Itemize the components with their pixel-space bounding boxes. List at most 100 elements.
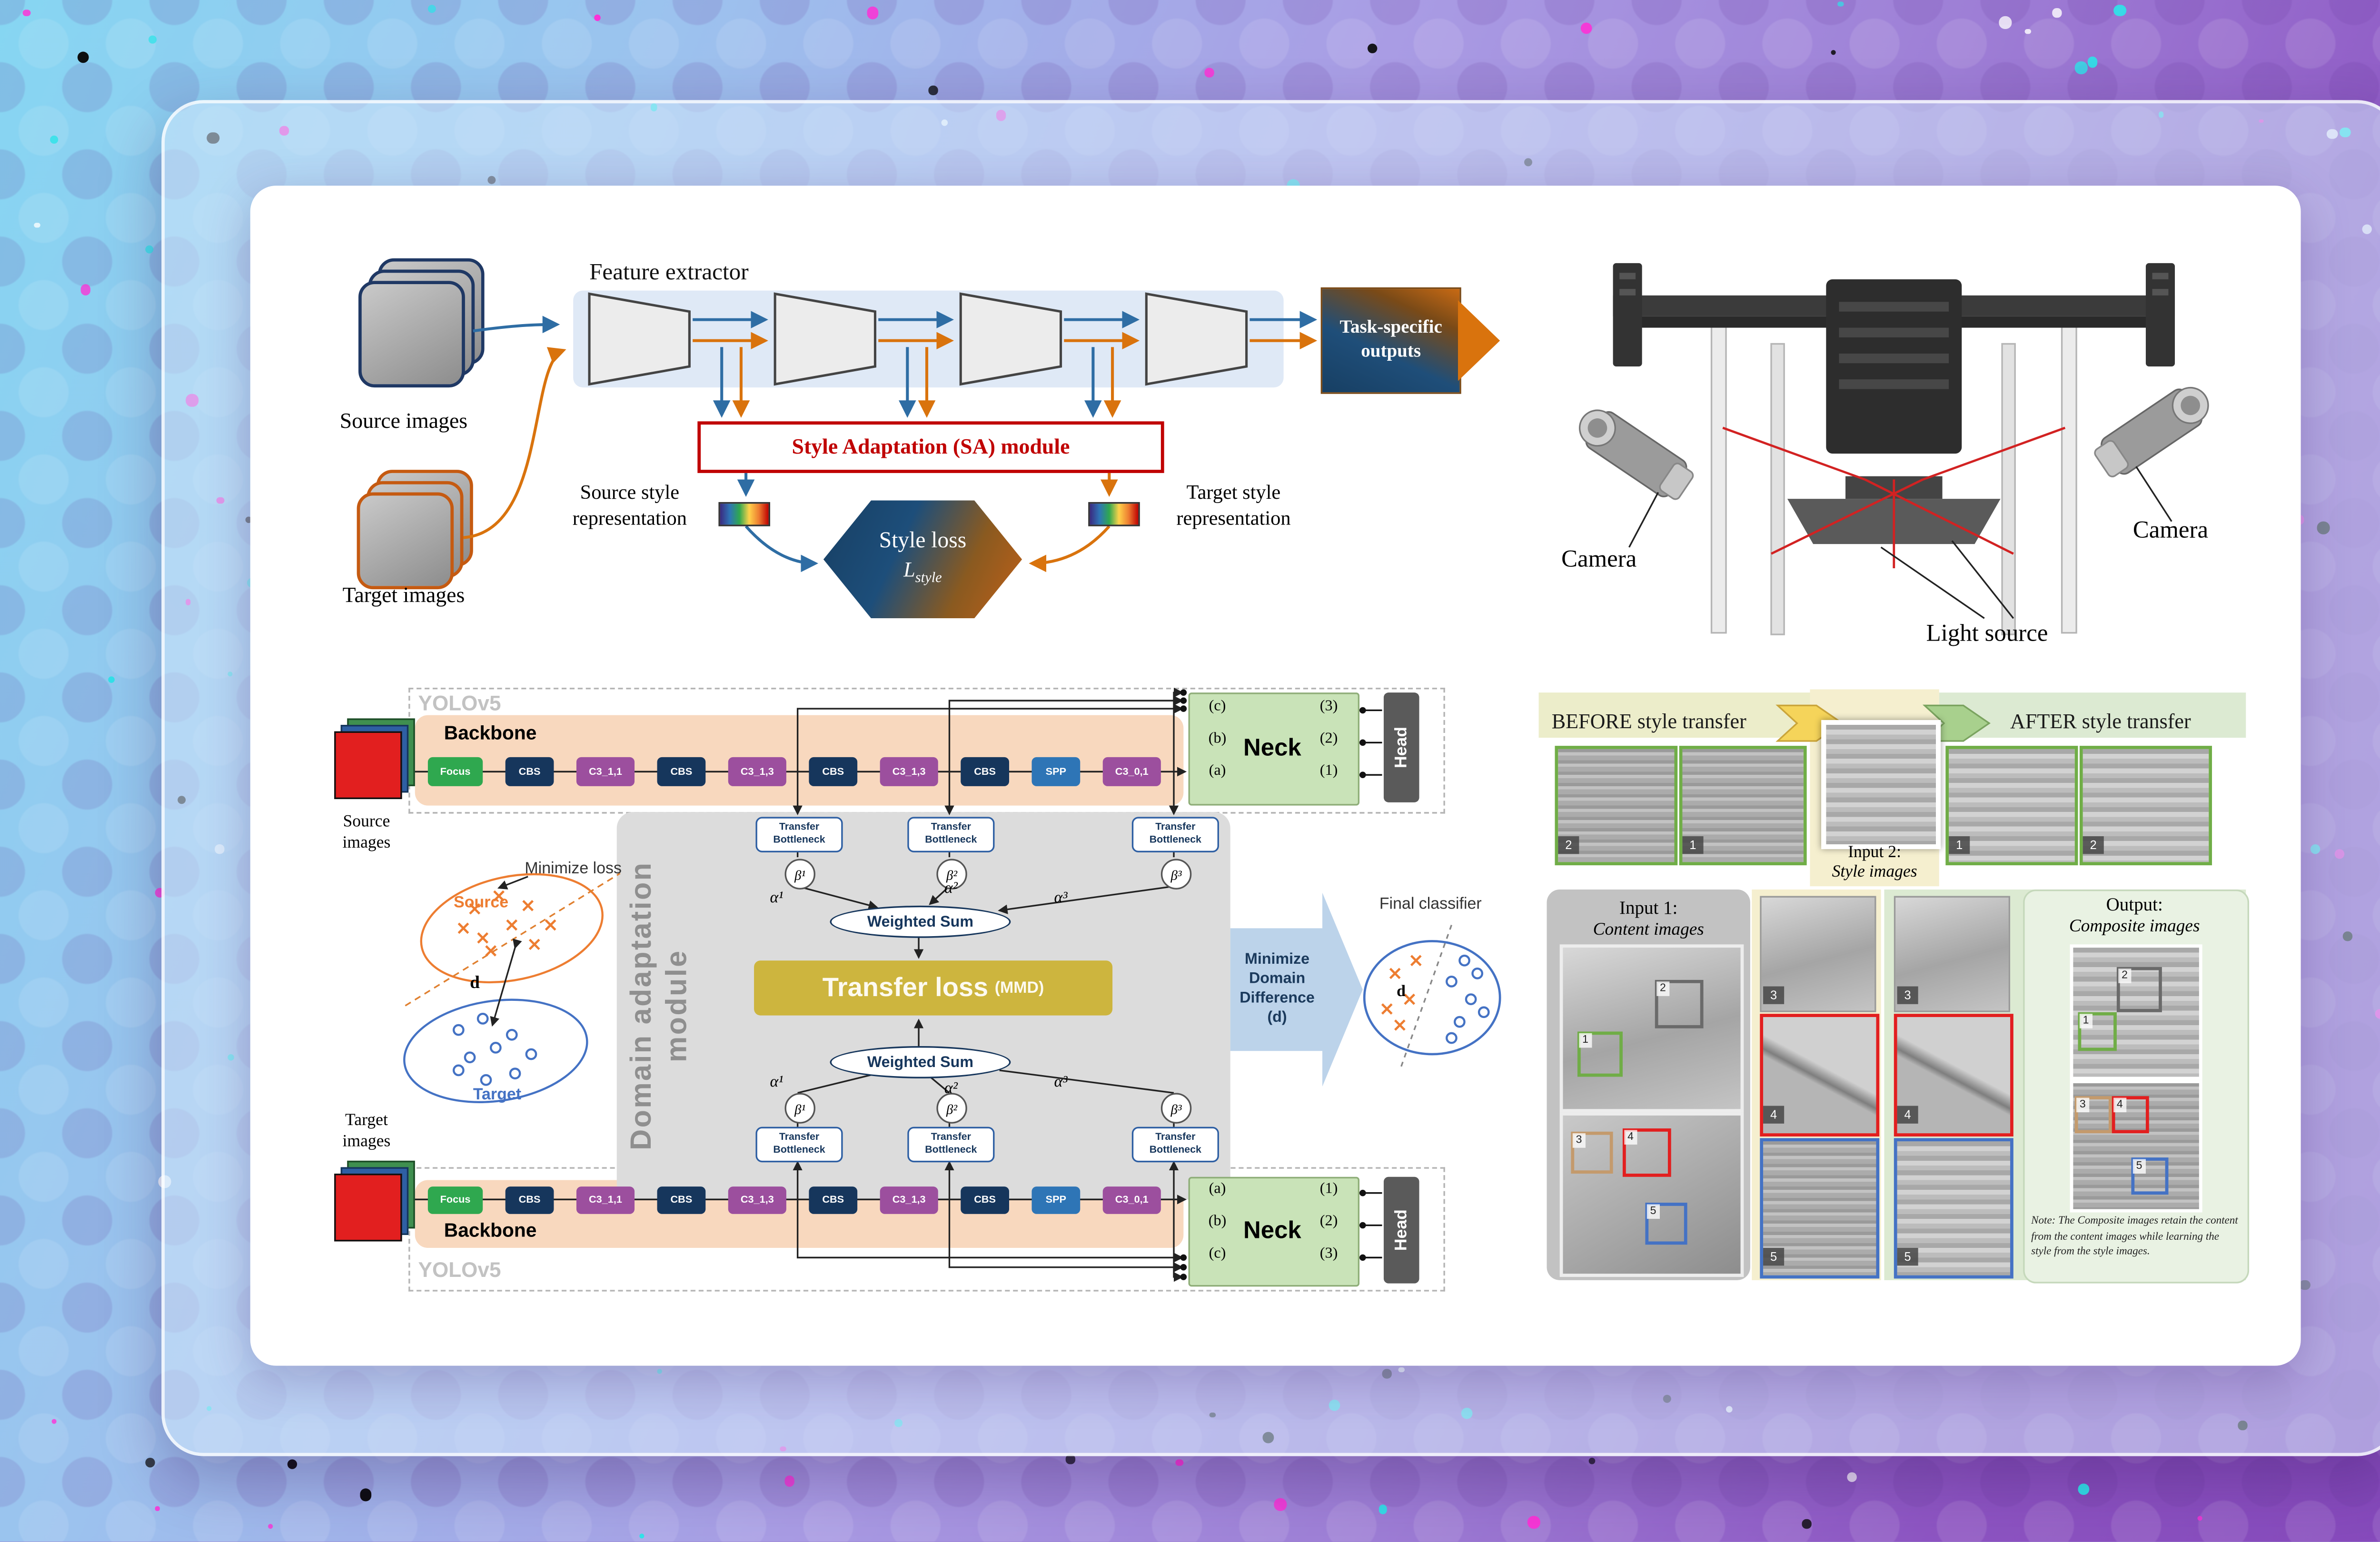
- neck-output: (3): [1319, 699, 1338, 715]
- loss-symbol: L: [903, 556, 915, 581]
- backbone-block: CBS: [809, 757, 858, 786]
- confetti-dot: [1999, 16, 2013, 30]
- target-cluster-label: Target: [473, 1086, 522, 1105]
- sa-module-box: Style Adaptation (SA) module: [697, 421, 1164, 473]
- before-title: BEFORE style transfer: [1551, 709, 1746, 733]
- backbone-block: CBS: [505, 1186, 554, 1214]
- yolo-target-images-label: Target images: [342, 1112, 391, 1151]
- confetti-dot: [1527, 1516, 1540, 1529]
- style-adaptation-connectors: [463, 292, 1318, 573]
- yolo-source-images-label: Source images: [342, 813, 391, 852]
- confetti-dot: [784, 1476, 795, 1487]
- region-number: 3: [2076, 1097, 2089, 1113]
- style-transfer-panel: BEFORE style transfer AFTER style transf…: [1538, 689, 2250, 1290]
- transfer-bottleneck-box: Transfer Bottleneck: [1131, 817, 1219, 852]
- output-region-box: 3: [2074, 1096, 2112, 1134]
- crop-number-tag: 5: [1897, 1248, 1918, 1266]
- region-number: 1: [1579, 1033, 1592, 1048]
- confetti-dot: [77, 51, 89, 64]
- final-classifier-label: Final classifier: [1379, 896, 1482, 914]
- confetti-dot: [867, 6, 879, 19]
- content-image: [1559, 944, 1744, 1113]
- mmd-label: (MMD): [994, 979, 1044, 997]
- confetti-dot: [50, 136, 59, 144]
- domain-module-line2: module: [660, 949, 693, 1062]
- image-number-tag: 2: [2082, 836, 2104, 854]
- image-number-tag: 1: [1682, 836, 1704, 854]
- content-region-box: 1: [1577, 1031, 1623, 1077]
- confetti-dot: [2197, 1515, 2202, 1521]
- flow-arrows: [463, 311, 1318, 573]
- alpha-weight: α³: [1054, 1073, 1068, 1091]
- neck-output: (3): [1319, 1246, 1338, 1263]
- pointer-lines: [1628, 466, 2172, 619]
- beta-weight: β²: [936, 859, 967, 890]
- output-region-box: 2: [2116, 967, 2162, 1012]
- source-stack-front: [334, 731, 402, 800]
- region-number: 2: [2118, 969, 2131, 983]
- confetti-dot: [2024, 28, 2031, 35]
- input2-subtitle: Style images: [1832, 863, 1917, 882]
- source-cluster-label: Source: [454, 894, 509, 912]
- backbone-block: Focus: [427, 757, 483, 786]
- content-image: [1559, 1112, 1744, 1277]
- crop-number-tag: 5: [1763, 1248, 1785, 1266]
- head-box-bottom: Head: [1383, 1176, 1419, 1284]
- confetti-dot: [149, 36, 157, 44]
- beta-weight: β³: [1160, 1093, 1192, 1124]
- confetti-dot: [1175, 1459, 1183, 1467]
- confetti-dot: [1830, 49, 1836, 56]
- backbone-block: Focus: [427, 1186, 483, 1214]
- backbone-block: C3_1,1: [576, 757, 635, 786]
- light-source-label: Light source: [1926, 621, 2048, 648]
- neck-input: (b): [1208, 731, 1227, 748]
- content-region-box: 5: [1645, 1203, 1687, 1245]
- region-number: 4: [2113, 1097, 2126, 1113]
- neck-output: (2): [1319, 731, 1338, 748]
- region-number: 5: [2132, 1159, 2146, 1174]
- style-image: [1821, 720, 1941, 850]
- backbone-block: SPP: [1031, 757, 1081, 786]
- confetti-dot: [2113, 4, 2126, 17]
- neck-input: (c): [1209, 699, 1226, 715]
- style-adaptation-panel: Feature extractor Source images Target i…: [286, 247, 1500, 647]
- crop-number-tag: 4: [1763, 1106, 1785, 1124]
- confetti-dot: [108, 676, 115, 683]
- backbone-block: C3_0,1: [1102, 757, 1161, 786]
- confetti-dot: [359, 1488, 372, 1502]
- composite-image: [2070, 1080, 2202, 1213]
- head-title-top: Head: [1391, 726, 1411, 769]
- confetti-dot: [155, 1506, 160, 1511]
- minimize-domain-label: Minimize Domain Difference (d): [1240, 950, 1315, 1027]
- transfer-bottleneck-box: Transfer Bottleneck: [907, 1127, 995, 1163]
- camera-rig-panel: Camera Camera Light source: [1529, 237, 2259, 683]
- target-style-label: Target style representation: [1176, 481, 1291, 530]
- confetti-dot: [81, 285, 91, 295]
- confetti-dot: [1846, 1473, 1856, 1483]
- classifier-distance-label: d: [1397, 983, 1406, 1001]
- image-number-tag: 2: [1558, 836, 1579, 854]
- transfer-loss-box: Transfer loss (MMD): [754, 960, 1113, 1016]
- confetti-dot: [428, 5, 437, 13]
- region-number: 5: [1646, 1204, 1660, 1219]
- style-loss-label: Style loss: [879, 529, 967, 554]
- yolov5-bottom-label: YOLOv5: [418, 1257, 501, 1282]
- backbone-block: CBS: [657, 1186, 706, 1214]
- confetti-dot: [1367, 43, 1378, 54]
- confetti-dot: [22, 10, 30, 17]
- source-images-label: Source images: [339, 408, 468, 433]
- neck-output: (1): [1319, 1181, 1338, 1198]
- neck-title-bottom: Neck: [1243, 1216, 1301, 1244]
- input1-title: Input 1:: [1619, 899, 1678, 919]
- confetti-dot: [34, 223, 40, 228]
- laser-lines: [1722, 426, 2066, 568]
- backbone-label-bottom: Backbone: [444, 1218, 537, 1242]
- input1-subtitle: Content images: [1593, 920, 1704, 940]
- content-region-box: 4: [1622, 1128, 1671, 1177]
- figure-card: Feature extractor Source images Target i…: [250, 186, 2301, 1366]
- confetti-dot: [287, 1460, 297, 1470]
- source-style-label: Source style representation: [572, 481, 687, 530]
- beta-weight: β³: [1160, 859, 1192, 890]
- neck-box-top: [1188, 692, 1360, 806]
- region-number: 3: [1572, 1133, 1586, 1148]
